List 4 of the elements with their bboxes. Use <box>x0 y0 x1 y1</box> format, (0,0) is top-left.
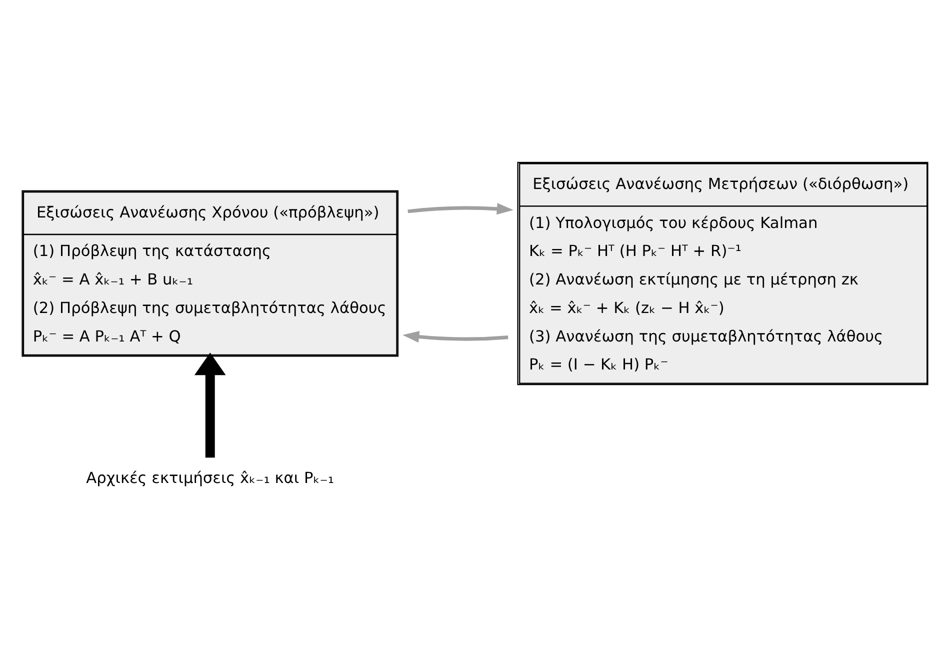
node-text: Αρχικές εκτιμήσεις x̂ₖ₋₁ και Pₖ₋₁ <box>86 468 334 487</box>
arrow <box>194 352 226 458</box>
arrow <box>402 330 508 342</box>
arrow <box>408 202 514 214</box>
